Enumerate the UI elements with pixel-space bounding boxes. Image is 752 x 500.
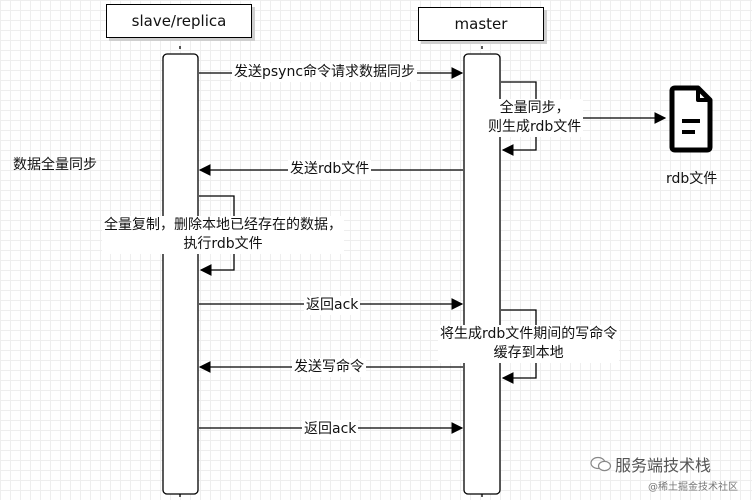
message-full-copy-label: 全量复制，删除本地已经存在的数据， 执行rdb文件: [102, 216, 344, 254]
message-full-sync-line1: 全量同步，: [499, 100, 570, 116]
message-full-sync-label: 全量同步， 则生成rdb文件: [486, 99, 584, 137]
slave-activation-bar: [162, 53, 199, 495]
rdb-file-label: rdb文件: [666, 171, 718, 187]
message-psync-label: 发送psync命令请求数据同步: [232, 63, 418, 82]
message-ack-2-label: 返回ack: [302, 420, 359, 439]
slave-participant-box: slave/replica: [106, 4, 252, 38]
file-icon: [669, 85, 713, 153]
master-activation-bar: [463, 53, 501, 495]
message-cache-write-line2: 缓存到本地: [493, 345, 564, 361]
master-participant-label: master: [454, 15, 508, 33]
watermark-main: 服务端技术栈: [615, 452, 711, 476]
master-participant-box: master: [418, 7, 544, 41]
wechat-icon: [590, 456, 612, 472]
slave-participant-label: slave/replica: [131, 12, 227, 30]
message-send-write-label: 发送写命令: [292, 358, 366, 377]
watermark-sub: @稀土掘金技术社区: [648, 482, 738, 493]
watermark-main-text: 服务端技术栈: [615, 456, 712, 475]
message-ack-1-label: 返回ack: [304, 296, 361, 315]
message-send-rdb-label: 发送rdb文件: [288, 160, 372, 179]
message-full-copy-line2: 执行rdb文件: [183, 236, 263, 252]
side-label: 数据全量同步: [13, 157, 97, 173]
message-full-copy-line1: 全量复制，删除本地已经存在的数据，: [104, 217, 342, 233]
message-cache-write-label: 将生成rdb文件期间的写命令 缓存到本地: [438, 325, 620, 363]
message-full-sync-line2: 则生成rdb文件: [488, 119, 582, 135]
message-cache-write-line1: 将生成rdb文件期间的写命令: [440, 326, 618, 342]
